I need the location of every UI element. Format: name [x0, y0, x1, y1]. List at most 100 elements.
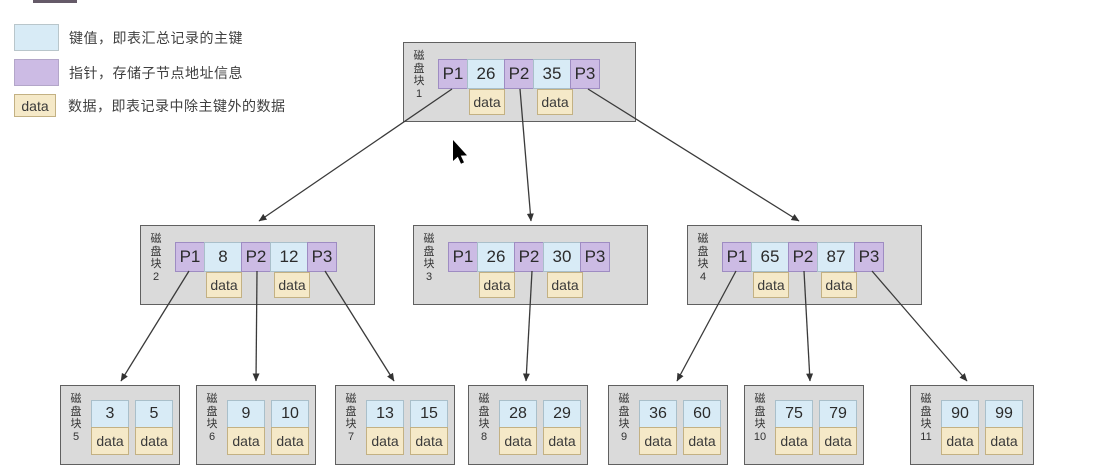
- key-cell: 12: [270, 242, 308, 272]
- data-cell: data: [941, 427, 979, 455]
- disk-block-8-label: 磁 盘 块 8: [478, 393, 490, 443]
- pointer-cell: P1: [448, 242, 478, 272]
- pointer-cell: P1: [722, 242, 752, 272]
- disk-block-9-number: 9: [620, 430, 628, 443]
- key-cell: 99: [985, 400, 1023, 428]
- disk-block-1-number: 1: [415, 87, 423, 100]
- disk-block-2-label: 磁 盘 块 2: [150, 233, 162, 283]
- key-cell: 3: [91, 400, 129, 428]
- disk-block-6-label: 磁 盘 块 6: [206, 393, 218, 443]
- disk-block-6-number: 6: [208, 430, 216, 443]
- key-cell: 65: [751, 242, 789, 272]
- data-cell: data: [469, 89, 505, 115]
- mouse-cursor-icon: [453, 140, 467, 164]
- key-cell: 36: [639, 400, 677, 428]
- disk-block-4-label: 磁 盘 块 4: [697, 233, 709, 283]
- data-cell: data: [547, 272, 583, 298]
- pointer-cell: P1: [438, 59, 468, 89]
- key-cell: 26: [467, 59, 505, 89]
- legend-label-key: 键值，即表汇总记录的主键: [69, 29, 243, 46]
- data-cell: data: [206, 272, 242, 298]
- disk-block-3-number: 3: [425, 270, 433, 283]
- key-cell: 5: [135, 400, 173, 428]
- disk-block-1-label: 磁 盘 块 1: [413, 50, 425, 100]
- pointer-cell: P2: [788, 242, 818, 272]
- pointer-cell: P2: [504, 59, 534, 89]
- disk-block-2: 磁 盘 块 2 P1 8 P2 12 P3 data data: [140, 225, 375, 305]
- disk-block-9: 磁 盘 块 9 36 data 60 data: [608, 385, 728, 465]
- data-cell: data: [271, 427, 309, 455]
- key-cell: 13: [366, 400, 404, 428]
- disk-block-11-label: 磁 盘 块 11: [920, 393, 932, 443]
- data-cell: data: [821, 272, 857, 298]
- key-cell: 28: [499, 400, 537, 428]
- data-cell: data: [985, 427, 1023, 455]
- key-cell: 8: [204, 242, 242, 272]
- key-cell: 87: [817, 242, 855, 272]
- disk-block-2-number: 2: [152, 270, 160, 283]
- data-cell: data: [775, 427, 813, 455]
- key-cell: 9: [227, 400, 265, 428]
- legend-label-pointer: 指针，存储子节点地址信息: [69, 64, 243, 81]
- data-cell: data: [274, 272, 310, 298]
- data-cell: data: [366, 427, 404, 455]
- key-cell: 26: [477, 242, 515, 272]
- key-cell: 15: [410, 400, 448, 428]
- disk-block-4: 磁 盘 块 4 P1 65 P2 87 P3 data data: [687, 225, 922, 305]
- pointer-cell: P3: [580, 242, 610, 272]
- pointer-cell: P1: [175, 242, 205, 272]
- data-cell: data: [227, 427, 265, 455]
- key-cell: 30: [543, 242, 581, 272]
- data-cell: data: [410, 427, 448, 455]
- legend-item-pointer: 指针，存储子节点地址信息: [14, 59, 243, 86]
- data-swatch: data: [14, 94, 56, 117]
- key-cell: 75: [775, 400, 813, 428]
- key-cell: 79: [819, 400, 857, 428]
- disk-block-3-label: 磁 盘 块 3: [423, 233, 435, 283]
- pointer-cell: P2: [514, 242, 544, 272]
- disk-block-5: 磁 盘 块 5 3 data 5 data: [60, 385, 180, 465]
- disk-block-5-label: 磁 盘 块 5: [70, 393, 82, 443]
- disk-block-4-number: 4: [699, 270, 707, 283]
- disk-block-10-number: 10: [753, 430, 767, 443]
- data-cell: data: [639, 427, 677, 455]
- disk-block-1: 磁 盘 块 1 P1 26 P2 35 P3 data data: [403, 42, 636, 122]
- key-cell: 60: [683, 400, 721, 428]
- data-cell: data: [537, 89, 573, 115]
- pointer-cell: P3: [307, 242, 337, 272]
- disk-block-10-label: 磁 盘 块 10: [753, 393, 767, 443]
- disk-block-9-label: 磁 盘 块 9: [618, 393, 630, 443]
- legend-item-data: data 数据，即表记录中除主键外的数据: [14, 94, 286, 117]
- key-cell: 90: [941, 400, 979, 428]
- disk-block-10: 磁 盘 块 10 75 data 79 data: [744, 385, 864, 465]
- data-cell: data: [479, 272, 515, 298]
- legend-label-data: 数据，即表记录中除主键外的数据: [68, 97, 286, 114]
- disk-block-6: 磁 盘 块 6 9 data 10 data: [196, 385, 316, 465]
- disk-block-11: 磁 盘 块 11 90 data 99 data: [910, 385, 1034, 465]
- key-cell: 10: [271, 400, 309, 428]
- disk-block-8: 磁 盘 块 8 28 data 29 data: [468, 385, 588, 465]
- pointer-cell: P3: [854, 242, 884, 272]
- disk-block-7-number: 7: [347, 430, 355, 443]
- data-cell: data: [683, 427, 721, 455]
- data-cell: data: [135, 427, 173, 455]
- legend: 键值，即表汇总记录的主键 指针，存储子节点地址信息 data 数据，即表记录中除…: [14, 24, 374, 124]
- cropped-edge-artifact: [33, 0, 77, 3]
- legend-item-key: 键值，即表汇总记录的主键: [14, 24, 243, 51]
- key-swatch: [14, 24, 59, 51]
- disk-block-7: 磁 盘 块 7 13 data 15 data: [335, 385, 455, 465]
- data-cell: data: [91, 427, 129, 455]
- pointer-swatch: [14, 59, 59, 86]
- disk-block-3: 磁 盘 块 3 P1 26 P2 30 P3 data data: [413, 225, 648, 305]
- data-cell: data: [753, 272, 789, 298]
- pointer-cell: P3: [570, 59, 600, 89]
- disk-block-7-label: 磁 盘 块 7: [345, 393, 357, 443]
- key-cell: 35: [533, 59, 571, 89]
- data-cell: data: [499, 427, 537, 455]
- disk-block-11-number: 11: [920, 430, 932, 443]
- disk-block-8-number: 8: [480, 430, 488, 443]
- data-cell: data: [819, 427, 857, 455]
- data-cell: data: [543, 427, 581, 455]
- pointer-cell: P2: [241, 242, 271, 272]
- key-cell: 29: [543, 400, 581, 428]
